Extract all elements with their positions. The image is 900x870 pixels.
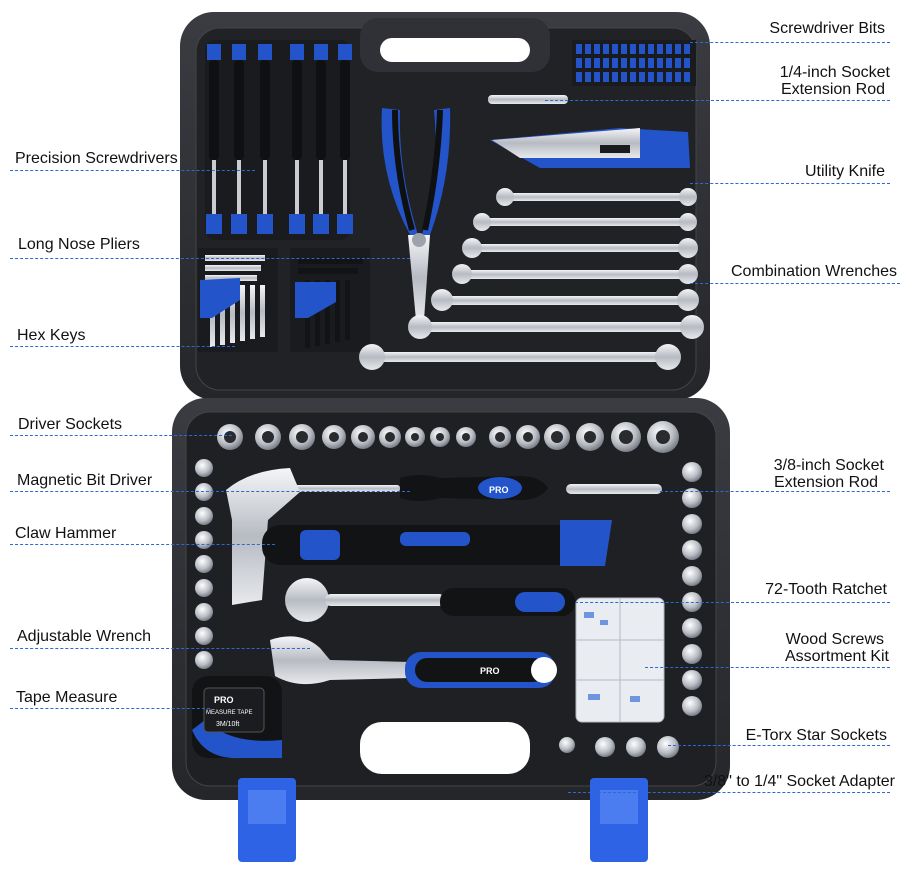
leader-precision-screwdrivers xyxy=(10,170,255,171)
label-socket-extension-14-line1: 1/4-inch Socket xyxy=(779,64,890,81)
left-socket-column xyxy=(195,459,213,669)
leader-ratchet xyxy=(575,602,890,603)
leader-long-nose-pliers xyxy=(10,258,410,259)
extension-rod-14-illustration xyxy=(488,95,568,104)
label-screwdriver-bits: Screwdriver Bits xyxy=(769,20,885,37)
utility-knife-illustration xyxy=(490,128,690,168)
brand-mark-driver: PRO xyxy=(489,485,509,495)
hex-keys-illustration xyxy=(198,248,370,352)
label-magnetic-bit-driver: Magnetic Bit Driver xyxy=(17,472,153,489)
label-ratchet: 72-Tooth Ratchet xyxy=(765,581,887,598)
leader-hex-keys xyxy=(10,346,235,347)
driver-sockets-illustration xyxy=(217,421,679,453)
label-driver-sockets: Driver Sockets xyxy=(18,416,123,433)
label-wood-screws-line1: Wood Screws xyxy=(785,631,884,648)
lid xyxy=(180,12,710,400)
label-adjustable-wrench: Adjustable Wrench xyxy=(17,628,151,645)
leader-driver-sockets xyxy=(10,435,232,436)
label-socket-adapter: 3/8" to 1/4" Socket Adapter xyxy=(703,773,895,790)
claw-hammer-illustration xyxy=(226,468,612,605)
tape-size-text: 3M/10ft xyxy=(216,721,240,728)
leader-screwdriver-bits xyxy=(690,42,890,43)
label-utility-knife: Utility Knife xyxy=(804,163,885,180)
label-socket-extension-38-line1: 3/8-inch Socket xyxy=(773,457,884,474)
leader-wood-screws xyxy=(645,667,890,668)
leader-utility-knife xyxy=(690,183,890,184)
etorx-sockets-illustration xyxy=(559,736,679,758)
label-socket-extension-14-line2: Extension Rod xyxy=(780,81,885,98)
leader-magnetic-bit-driver xyxy=(10,491,410,492)
long-nose-pliers-illustration xyxy=(381,108,451,320)
label-combination-wrenches: Combination Wrenches xyxy=(730,263,897,280)
label-hex-keys: Hex Keys xyxy=(17,327,86,344)
tape-measure-illustration xyxy=(192,676,282,759)
label-wood-screws-line2: Assortment Kit xyxy=(784,648,889,665)
magnetic-bit-driver-illustration xyxy=(290,475,548,501)
combination-wrenches-illustration xyxy=(359,188,704,370)
base xyxy=(172,398,730,862)
latches xyxy=(238,778,648,862)
right-socket-column xyxy=(682,462,702,716)
label-tape-measure: Tape Measure xyxy=(16,689,118,706)
extension-rod-38-illustration xyxy=(566,484,662,494)
adjustable-wrench-illustration xyxy=(270,636,557,688)
leader-socket-extension-38 xyxy=(660,491,890,492)
wood-screws-kit-illustration xyxy=(575,597,665,723)
leader-adjustable-wrench xyxy=(10,648,310,649)
precision-screwdrivers-illustration xyxy=(205,40,353,240)
brand-mark-tape: PRO xyxy=(214,695,234,705)
leader-combination-wrenches xyxy=(690,283,900,284)
leader-claw-hammer xyxy=(10,544,275,545)
label-long-nose-pliers: Long Nose Pliers xyxy=(18,236,140,253)
label-precision-screwdrivers: Precision Screwdrivers xyxy=(15,150,178,167)
leader-socket-adapter xyxy=(568,792,890,793)
label-socket-extension-38-line2: Extension Rod xyxy=(773,474,878,491)
label-claw-hammer: Claw Hammer xyxy=(15,525,117,542)
screwdriver-bits-illustration xyxy=(572,40,696,86)
leader-etorx-sockets xyxy=(668,745,890,746)
leader-tape-measure xyxy=(10,708,210,709)
ratchet-illustration xyxy=(285,578,575,622)
brand-mark-wrench: PRO xyxy=(480,666,500,676)
tape-label-text: MEASURE TAPE xyxy=(206,710,253,716)
label-etorx-sockets: E-Torx Star Sockets xyxy=(745,727,887,744)
leader-socket-extension-14 xyxy=(545,100,890,101)
